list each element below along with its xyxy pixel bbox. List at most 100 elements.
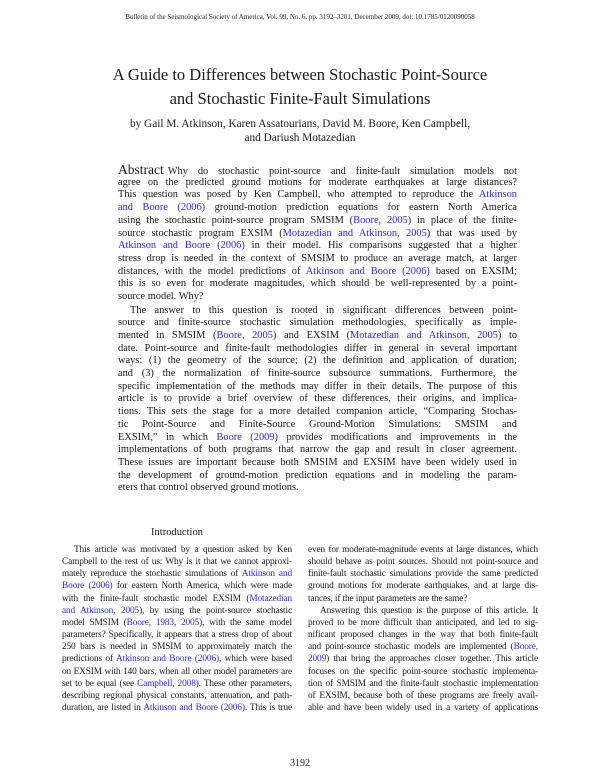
citation-link[interactable]: Atkinson and Boore (2006) bbox=[305, 265, 430, 277]
text-line: ground motions for moderate earthquakes,… bbox=[308, 580, 538, 592]
text-span: and point-source stochastic models are i… bbox=[308, 642, 514, 653]
section-heading-introduction: Introduction bbox=[151, 527, 203, 538]
article-title-line-2: and Stochastic Finite-Fault Simulations bbox=[169, 89, 431, 108]
text-span: model SMSIM ( bbox=[62, 617, 127, 628]
text-line: distances, with the model predictions of… bbox=[118, 265, 517, 278]
citation-link[interactable]: 2009 bbox=[308, 654, 327, 665]
text-span: on EXSIM with 140 bars, when all other m… bbox=[62, 666, 292, 677]
text-span: ) that bring the approaches closer toget… bbox=[326, 654, 538, 665]
text-span: source stochastic program EXSIM ( bbox=[118, 227, 283, 239]
text-span: predictions of bbox=[62, 654, 117, 665]
citation-link[interactable]: Boore, bbox=[513, 642, 538, 653]
text-line: on EXSIM with 140 bars, when all other m… bbox=[62, 666, 292, 678]
text-line: and (3) the normalization of finite-sour… bbox=[118, 367, 517, 380]
text-line: tances, if the input parameters are the … bbox=[308, 593, 538, 605]
text-line: The answer to this question is rooted in… bbox=[118, 304, 517, 317]
text-span: Answering this question is the purpose o… bbox=[320, 605, 538, 616]
text-span: implementations of both programs that na… bbox=[118, 444, 517, 456]
citation-link[interactable]: 2005 bbox=[181, 617, 200, 628]
citation-link[interactable]: and Atkinson, 2005 bbox=[62, 605, 140, 616]
text-span: nificant proposed changes in the way tha… bbox=[308, 630, 538, 641]
citation-link[interactable]: Boore (2009) bbox=[216, 431, 279, 443]
text-span: mately reproduce the stochastic simulati… bbox=[62, 569, 242, 580]
text-line: proved to be more difficult than anticip… bbox=[308, 617, 538, 629]
text-span: in their model. His comparisons suggeste… bbox=[244, 240, 517, 252]
text-line: tions. This sets the stage for a more de… bbox=[118, 405, 517, 418]
text-line: agree on the predicted ground motions fo… bbox=[118, 176, 517, 189]
text-line: nificant proposed changes in the way tha… bbox=[308, 629, 538, 641]
text-span: distances, with the model predictions of bbox=[118, 265, 306, 277]
text-span: date. Point-source and finite-fault meth… bbox=[118, 342, 517, 354]
text-span: ) in place of the finite- bbox=[407, 214, 518, 226]
text-span: the development of ground-motion predict… bbox=[118, 469, 517, 481]
text-span: proved to be more difficult than anticip… bbox=[308, 617, 538, 628]
text-line: date. Point-source and finite-fault meth… bbox=[118, 342, 517, 355]
text-line: focuses on the specific point-source sto… bbox=[308, 666, 538, 678]
citation-link[interactable]: Boore (2006) bbox=[62, 581, 113, 592]
text-span: parameters? Specifically, it appears tha… bbox=[62, 630, 292, 641]
text-span: focuses on the specific point-source sto… bbox=[308, 666, 538, 677]
text-span: eters that control observed ground motio… bbox=[118, 482, 299, 494]
text-line: ways: (1) the geometry of the source; (2… bbox=[118, 354, 517, 367]
text-line: mately reproduce the stochastic simulati… bbox=[62, 568, 292, 580]
citation-link[interactable]: and Boore (2006) bbox=[118, 202, 206, 214]
text-line: stress drop is needed in the context of … bbox=[118, 252, 517, 265]
citation-link[interactable]: Campbell, 2008 bbox=[137, 678, 196, 689]
text-line: the development of ground-motion predict… bbox=[118, 469, 517, 482]
text-span: ground motions for moderate earthquakes,… bbox=[308, 581, 538, 592]
text-span: ways: (1) the geometry of the source; (2… bbox=[118, 355, 517, 367]
citation-link[interactable]: Atkinson and bbox=[241, 569, 292, 580]
text-line: even for moderate-magnitude events at la… bbox=[308, 544, 538, 556]
citation-link[interactable]: Motazedian bbox=[249, 593, 292, 604]
text-line: parameters? Specifically, it appears tha… bbox=[62, 629, 292, 641]
text-span: ) and EXSIM ( bbox=[272, 329, 351, 341]
citation-link[interactable]: Boore, 1983 bbox=[126, 617, 174, 628]
text-span: specific implementation of the methods m… bbox=[118, 380, 517, 392]
text-span: 250 bars is needed in SMSIM to approxima… bbox=[62, 642, 292, 653]
text-line: source and finite-source stochastic simu… bbox=[118, 316, 517, 329]
citation-link[interactable]: Atkinson and Boore (2006) bbox=[118, 240, 245, 252]
citation-link[interactable]: Atkinson and Boore (2006) bbox=[116, 654, 219, 665]
text-line: of EXSIM, because both of these programs… bbox=[308, 690, 538, 702]
text-line: mented in SMSIM (Boore, 2005) and EXSIM … bbox=[118, 329, 517, 342]
text-span: tions. This sets the stage for a more de… bbox=[118, 406, 517, 418]
text-line: article is to provide a brief overview o… bbox=[118, 392, 517, 405]
text-span: source and finite-source stochastic simu… bbox=[118, 317, 517, 329]
text-span: and (3) the normalization of finite-sour… bbox=[118, 368, 517, 379]
text-line: source model. Why? bbox=[118, 290, 517, 303]
text-line: specific implementation of the methods m… bbox=[118, 380, 517, 393]
text-span: Campbell to the rest of us: Why is it th… bbox=[62, 557, 292, 568]
article-title-line-1: A Guide to Differences between Stochasti… bbox=[112, 65, 488, 84]
text-span: should behave as point sources. Should n… bbox=[308, 557, 538, 568]
text-line: and Boore (2006) ground-motion predictio… bbox=[118, 201, 517, 214]
text-line: set to be equal (see Campbell, 2008). Th… bbox=[62, 678, 292, 690]
text-span: tic Point-Source and Finite-Source Groun… bbox=[118, 418, 517, 430]
text-span: tances, if the input parameters are the … bbox=[308, 593, 468, 604]
abstract-label: Abstract bbox=[118, 162, 164, 177]
text-line: This article was motivated by a question… bbox=[62, 544, 292, 556]
text-line: model SMSIM (Boore, 1983, 2005), with th… bbox=[62, 617, 292, 629]
text-span: of EXSIM, because both of these programs… bbox=[308, 690, 538, 701]
text-span: describing regional physical constants, … bbox=[62, 690, 292, 701]
text-span: mented in SMSIM ( bbox=[118, 329, 217, 341]
citation-link[interactable]: Motazedian and Atkinson, 2005 bbox=[282, 227, 427, 239]
citation-link[interactable]: Boore, 2005 bbox=[216, 329, 273, 341]
citation-link[interactable]: Boore, 2005 bbox=[353, 214, 408, 226]
citation-link[interactable]: Atkinson and Boore (2006) bbox=[143, 702, 245, 713]
text-line: duration, are listed in Atkinson and Boo… bbox=[62, 702, 292, 714]
text-span: ), with the same model bbox=[199, 617, 292, 628]
text-span: this is so even for moderate magnitudes,… bbox=[118, 278, 517, 290]
page-number: 3192 bbox=[290, 758, 310, 769]
text-line: finite-fault stochastic simulations prov… bbox=[308, 568, 538, 580]
text-line: able and have been widely used in a vari… bbox=[308, 702, 538, 714]
text-span: ), by using the point-source stochastic bbox=[139, 605, 292, 616]
citation-link[interactable]: Atkinson bbox=[478, 189, 517, 201]
text-line: predictions of Atkinson and Boore (2006)… bbox=[62, 653, 292, 665]
text-line: using the stochastic point-source progra… bbox=[118, 214, 517, 227]
citation-link[interactable]: Motazedian and Atkinson, 2005 bbox=[350, 329, 498, 341]
text-span: for eastern North America, which were ma… bbox=[112, 581, 293, 592]
text-span: using the stochastic point-source progra… bbox=[118, 214, 354, 226]
text-line: Campbell to the rest of us: Why is it th… bbox=[62, 556, 292, 568]
text-span: ). These other parameters, bbox=[195, 678, 292, 689]
text-span: article is to provide a brief overview o… bbox=[118, 393, 517, 405]
